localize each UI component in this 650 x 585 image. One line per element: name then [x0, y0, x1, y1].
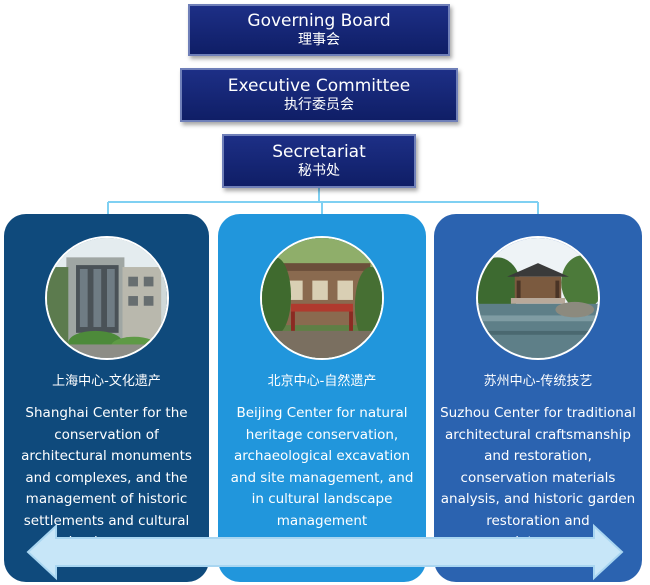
secretariat-box: Secretariat 秘书处: [222, 134, 416, 188]
org-connector-lines: [107, 188, 539, 214]
shanghai-building-photo: [44, 236, 169, 360]
governing-board-title-zh: 理事会: [298, 32, 340, 48]
suzhou-center-card: 苏州中心-传统技艺 Suzhou Center for traditional …: [434, 214, 642, 582]
beijing-center-card: 北京中心-自然遗产 Beijing Center for natural her…: [218, 214, 426, 582]
beijing-center-title-zh: 北京中心-自然遗产: [267, 374, 377, 389]
double-arrow-icon: [26, 523, 624, 581]
shanghai-center-card: 上海中心-文化遗产 Shanghai Center for the conser…: [4, 214, 209, 582]
executive-committee-title: Executive Committee: [227, 76, 411, 96]
executive-committee-title-zh: 执行委员会: [284, 97, 354, 113]
shanghai-center-description: Shanghai Center for the conservation of …: [21, 405, 192, 550]
secretariat-title: Secretariat: [272, 142, 366, 162]
shanghai-center-title-zh: 上海中心-文化遗产: [52, 374, 161, 389]
suzhou-garden-photo: [476, 236, 600, 360]
governing-board-title: Governing Board: [247, 11, 391, 31]
suzhou-center-title-zh: 苏州中心-传统技艺: [483, 374, 593, 389]
executive-committee-box: Executive Committee 执行委员会: [180, 68, 458, 122]
beijing-building-photo: [260, 236, 384, 360]
suzhou-center-description: Suzhou Center for traditional architectu…: [440, 405, 636, 550]
governing-board-box: Governing Board 理事会: [188, 4, 450, 56]
beijing-center-description: Beijing Center for natural heritage cons…: [230, 405, 414, 529]
secretariat-title-zh: 秘书处: [298, 163, 340, 179]
